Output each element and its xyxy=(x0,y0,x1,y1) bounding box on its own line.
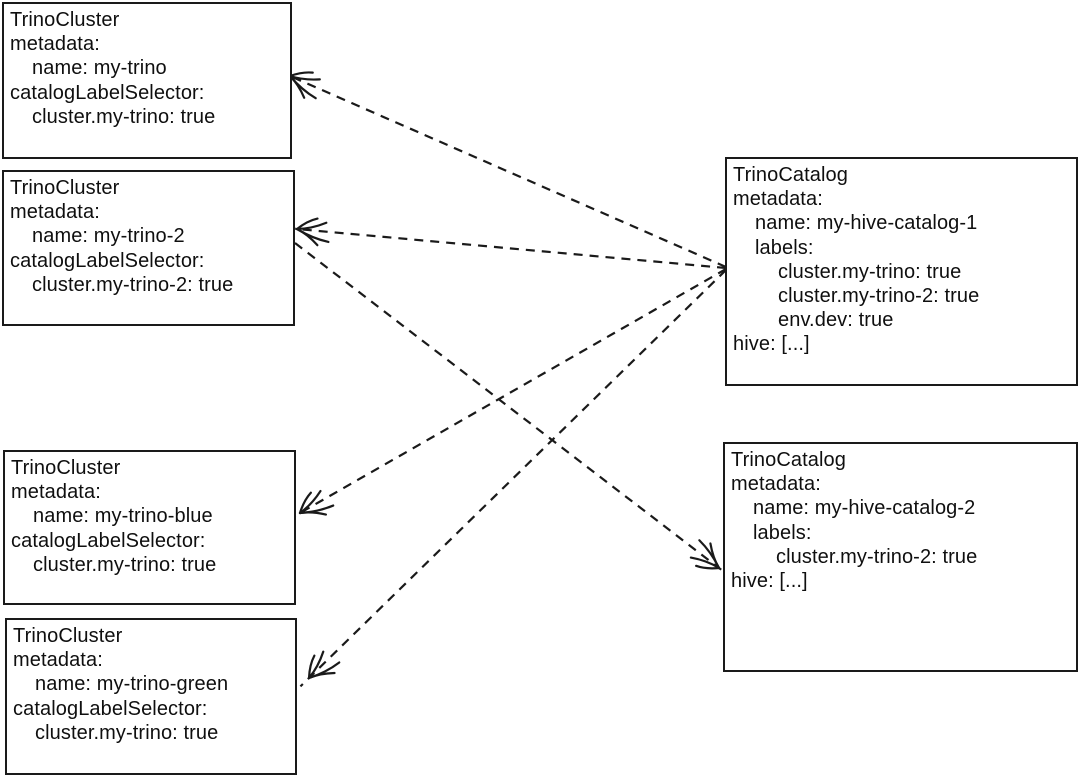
node-yaml-line: name: my-trino-green xyxy=(35,673,229,696)
node-yaml-line: metadata: xyxy=(10,33,100,56)
edge-catalog1-to-my-trino xyxy=(278,70,727,269)
node-yaml-line: labels: xyxy=(755,236,814,259)
node-yaml-line: metadata: xyxy=(11,481,101,504)
node-yaml-line: cluster.my-trino: true xyxy=(778,260,962,283)
node-yaml-line: cluster.my-trino: true xyxy=(33,553,217,576)
node-yaml-line: hive: [...] xyxy=(731,570,808,593)
edge-catalog1-to-my-trino-green xyxy=(299,269,727,688)
node-yaml-line: hive: [...] xyxy=(733,333,810,356)
edge-catalog1-to-my-trino-blue xyxy=(289,268,727,520)
node-yaml-line: env.dev: true xyxy=(778,309,894,332)
node-kind-label: TrinoCluster xyxy=(13,625,123,647)
node-yaml-line: name: my-trino xyxy=(32,57,167,80)
node-yaml-line: catalogLabelSelector: xyxy=(10,81,205,104)
node-yaml-line: metadata: xyxy=(10,201,100,224)
node-yaml-line: name: my-hive-catalog-1 xyxy=(755,212,978,235)
node-yaml-line: name: my-hive-catalog-2 xyxy=(753,497,976,520)
edge-catalog2-to-my-trino-2 xyxy=(294,242,730,577)
node-yaml-line: cluster.my-trino-2: true xyxy=(32,273,234,296)
node-yaml-line: catalogLabelSelector: xyxy=(10,249,205,272)
node-kind-label: TrinoCluster xyxy=(10,9,120,31)
node-yaml-line: cluster.my-trino: true xyxy=(32,105,216,128)
node-yaml-line: metadata: xyxy=(13,649,103,672)
edge-catalog1-to-my-trino-2 xyxy=(284,217,727,270)
node-yaml-line: metadata: xyxy=(731,473,821,496)
node-kind-label: TrinoCatalog xyxy=(733,164,848,186)
node-yaml-line: cluster.my-trino-2: true xyxy=(778,285,980,308)
node-yaml-line: catalogLabelSelector: xyxy=(11,529,206,552)
node-kind-label: TrinoCluster xyxy=(11,457,121,479)
node-yaml-line: name: my-trino-2 xyxy=(32,225,185,248)
node-yaml-line: name: my-trino-blue xyxy=(33,505,213,528)
node-yaml-line: labels: xyxy=(753,521,812,544)
node-kind-label: TrinoCatalog xyxy=(731,449,846,471)
node-yaml-line: metadata: xyxy=(733,188,823,211)
node-yaml-line: cluster.my-trino: true xyxy=(35,721,219,744)
node-yaml-line: cluster.my-trino-2: true xyxy=(776,545,978,568)
node-yaml-line: catalogLabelSelector: xyxy=(13,697,208,720)
node-kind-label: TrinoCluster xyxy=(10,177,120,199)
